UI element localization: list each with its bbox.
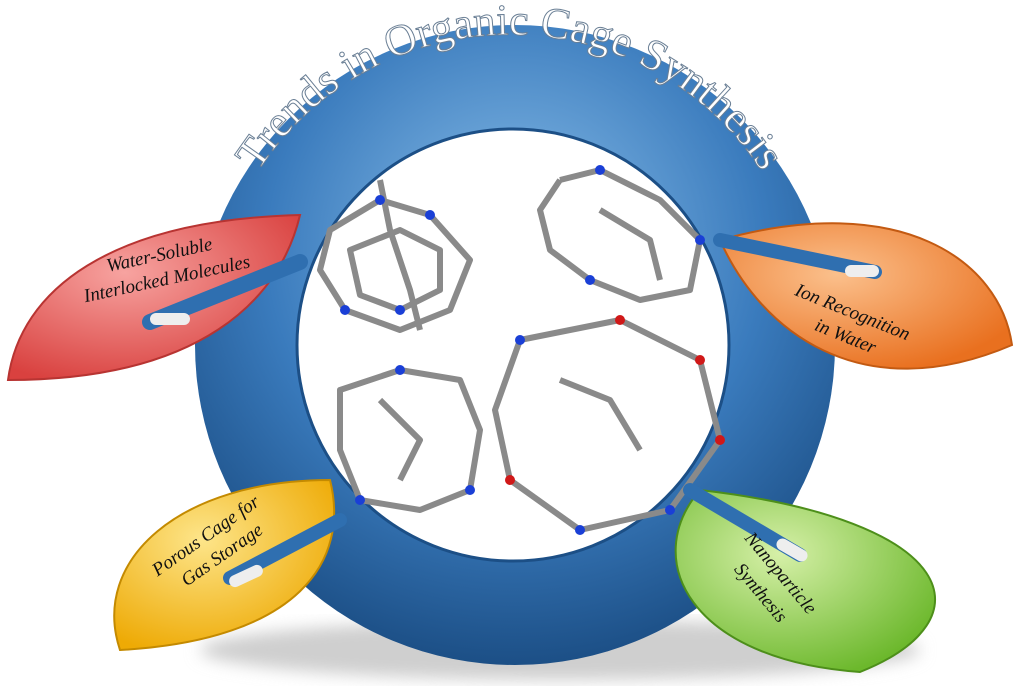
leaf-ion-recognition: Ion Recognition in Water <box>713 222 1014 370</box>
leaf-porous-cage: Porous Cage for Gas Storage <box>113 478 347 652</box>
interlocked-cage-structure <box>317 179 473 333</box>
leaf-water-soluble: Water-Soluble Interlocked Molecules <box>6 213 308 382</box>
leaf-stem <box>142 254 308 330</box>
nitrogen-atoms <box>340 165 705 535</box>
molecule-structures <box>317 167 723 533</box>
leaf-nanoparticle: Nanoparticle Synthesis <box>674 483 936 674</box>
macrocycle-structure <box>537 167 703 303</box>
oxygen-atoms <box>505 315 725 485</box>
inner-circle <box>295 127 731 563</box>
